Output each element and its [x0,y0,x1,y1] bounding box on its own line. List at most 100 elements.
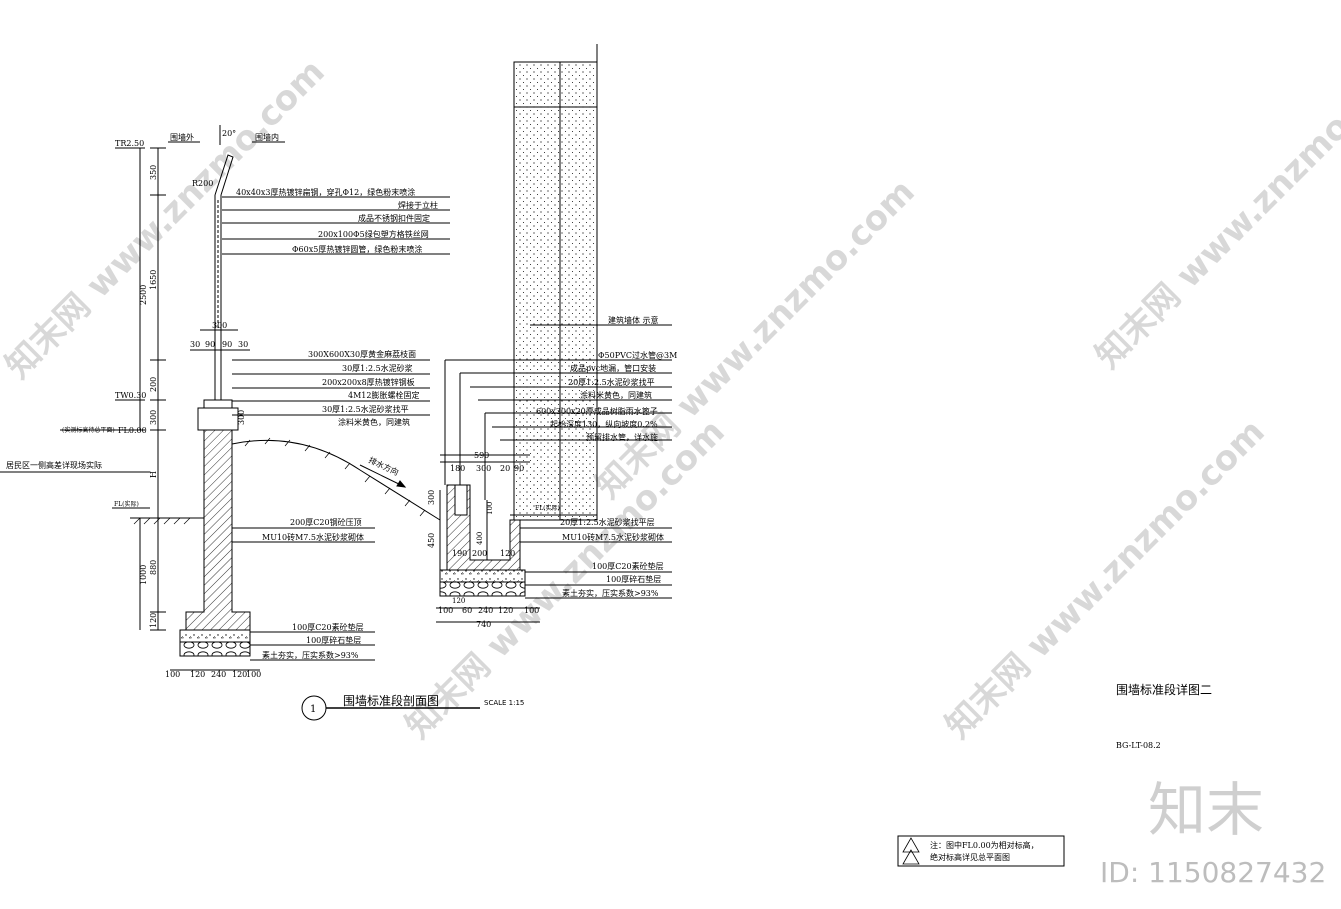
label-inside: 围墙内 [255,132,279,142]
dim-inner-120b: 120 [452,597,465,605]
callout-right-9: 20厚1:2.5水泥砂浆找平层 [560,517,655,527]
dim-right-v450: 450 [427,533,436,548]
wall-section-left [0,125,450,671]
callout-right-2: Φ50PVC过水管@3M [598,350,677,360]
level-tw: TW0.30 [115,391,146,400]
callout-right-1: 建筑墙体 示意 [608,315,659,325]
warning-icon [902,837,920,865]
dim-1650: 1650 [149,270,158,290]
callout-right-13: 素土夯实，压实系数>93% [562,588,659,598]
callout-right-11: 100厚C20素砼垫层 [592,561,664,571]
scale-label: SCALE 1:15 [484,699,524,707]
dim-300: 300 [149,410,158,425]
label-radius: R200 [192,179,213,188]
label-outside: 围墙外 [170,132,194,142]
dim-350: 350 [149,165,158,180]
drawing-title: 1 围墙标准段剖面图 SCALE 1:15 [301,693,524,721]
dim-right-180: 180 [450,464,465,473]
dim-right-90: 90 [514,464,524,473]
callout-right-10: MU10砖M7.5水泥砂浆砌体 [562,532,664,542]
dim-2500: 2500 [139,285,148,305]
brand-id: ID: 1150827432 [1100,856,1326,889]
callout-left-9: 4M12膨胀螺栓固定 [348,390,419,400]
callout-left-14: 100厚C20素砼垫层 [292,622,364,632]
callout-left-8: 200x200x8厚热镀锌钢板 [322,377,415,387]
dim-right-20: 20 [500,464,510,473]
dim-right-300: 300 [476,464,491,473]
dim-right-v300: 300 [427,490,436,505]
dim-rb-100a: 100 [438,606,453,615]
level-note: 居民区一侧高差详现场实际 [6,460,102,470]
dim-inner-190: 190 [452,549,467,558]
right-labels: 建筑墙体 示意 Φ50PVC过水管@3M 成品pvc地漏，管口安装 20厚1:2… [427,315,677,629]
dim-top-90a: 90 [205,340,215,349]
callout-left-4: 200x100Φ5绿包塑方格铁丝网 [318,229,429,239]
callout-left-11: 涂料米黄色，同建筑 [338,417,410,427]
callout-right-6: 600x300x20厚成品树脂雨水篦子 [536,406,658,416]
dim-rb-240: 240 [478,606,493,615]
callout-left-1: 40x40x3厚热镀锌扁钢，穿孔Φ12，绿色粉末喷涂 [236,187,415,197]
dim-bot-100b: 100 [246,670,261,679]
drain-section-right [436,44,672,623]
dim-bot-240: 240 [211,670,226,679]
dim-200: 200 [149,377,158,392]
level-fl-actual: FL(实际) [114,500,139,508]
callout-right-4: 20厚1:2.5水泥砂浆找平 [568,377,655,387]
callout-right-5: 涂料米黄色，同建筑 [580,390,652,400]
dim-rb-120: 120 [498,606,513,615]
callout-left-7: 30厚1:2.5水泥砂浆 [342,363,413,373]
callout-left-16: 素土夯实，压实系数>93% [262,650,359,660]
dim-inner-100: 100 [486,502,494,515]
dim-rb-740: 740 [476,620,491,629]
callout-left-2: 焊接于立柱 [398,200,438,210]
dim-inner-120: 120 [500,549,515,558]
callout-left-3: 成品不锈钢扣件固定 [358,213,430,223]
callout-left-5: Φ60x5厚热镀锌圆管，绿色粉末喷涂 [292,244,422,254]
level-tr: TR2.50 [115,139,144,148]
watermark-text: 知末网 www.znzmo.com [938,412,1273,747]
detail-number: 1 [310,704,316,715]
note-box: 注：图中FL0.00为相对标高， 绝对标高详见总平面图 [897,835,1065,867]
callout-left-12: 200厚C20钢砼压顶 [290,517,362,527]
note-line-2: 绝对标高详见总平面图 [930,852,1010,862]
dim-bot-100a: 100 [165,670,180,679]
dim-top-90b: 90 [222,340,232,349]
level-fl: FL0.00 [118,426,147,435]
dim-bot-120a: 120 [190,670,205,679]
callout-right-7: 起始深度130，纵向坡度0.2% [550,419,658,429]
dim-inner-400: 400 [476,532,484,545]
sheet-code: BG-LT-08.2 [1116,741,1161,750]
sheet-title: 围墙标准段详图二 [1116,682,1212,697]
level-fl-actual-right: FL(实际) [535,504,560,512]
callout-right-8: 预留排水管，详水施 [586,432,658,442]
left-labels: 围墙外 围墙内 20° R200 TR2.50 TW0.30 (实测标高待总平面… [6,129,438,679]
dim-1000: 1000 [139,565,148,585]
callout-left-10: 30厚1:2.5水泥砂浆找平 [322,404,409,414]
dim-rb-100b: 100 [524,606,539,615]
label-angle: 20° [222,129,236,138]
brand-logo: 知末 [1148,776,1264,844]
callout-right-12: 100厚碎石垫层 [606,574,661,584]
watermark-text: 知末网 www.znzmo.com [1088,42,1341,377]
callout-right-3: 成品pvc地漏，管口安装 [570,363,656,373]
dim-top-30b: 30 [238,340,248,349]
dim-880: 880 [149,560,158,575]
dim-120: 120 [149,613,158,628]
callout-left-15: 100厚碎石垫层 [306,635,361,645]
drain-direction-label: 排水方向 [367,455,400,478]
dim-cap-300: 300 [237,410,246,425]
dim-inner-200: 200 [472,549,487,558]
watermark-text: 知末网 www.znzmo.com [588,172,923,507]
watermark-text: 知末网 www.znzmo.com [0,52,333,387]
main-title: 围墙标准段剖面图 [343,693,439,708]
dim-right-590: 590 [474,451,489,460]
dim-top-30a: 30 [190,340,200,349]
dim-bot-120b: 120 [232,670,247,679]
level-fl-note: (实测标高待总平面) [62,426,115,434]
dim-top-300: 300 [212,321,227,330]
note-line-1: 注：图中FL0.00为相对标高， [930,840,1039,850]
callout-left-6: 300X600X30厚黄金麻荔枝面 [308,349,416,359]
dim-h: H [149,471,158,478]
callout-left-13: MU10砖M7.5水泥砂浆砌体 [262,532,364,542]
